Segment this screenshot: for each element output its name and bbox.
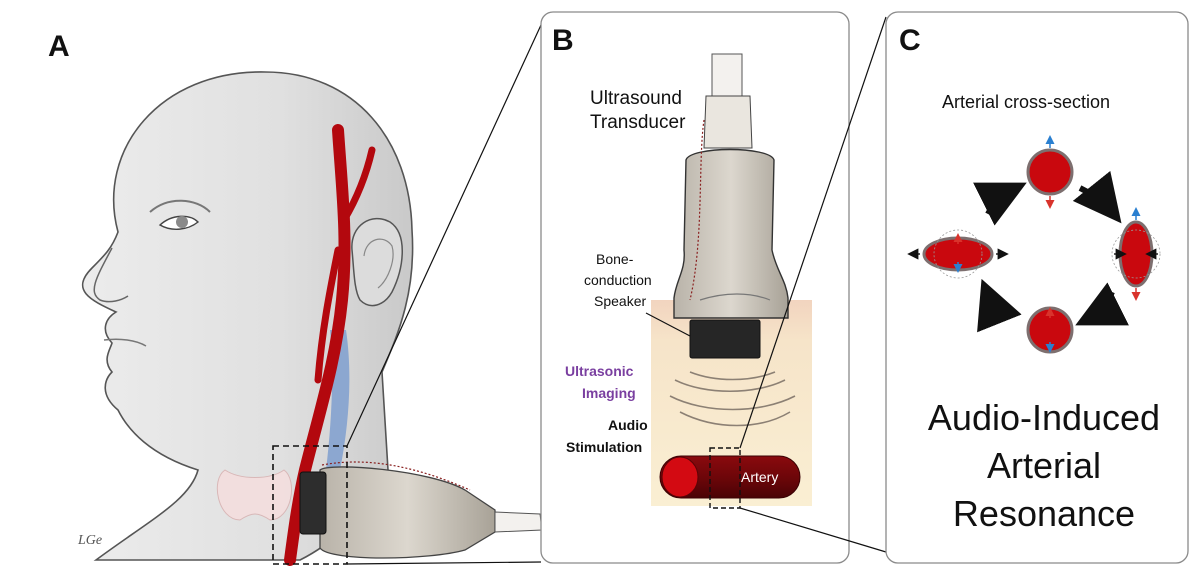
bone-conduction-speaker <box>690 320 760 358</box>
headline-line-1: Audio-Induced <box>928 397 1160 438</box>
transducer-cable <box>712 54 742 100</box>
imaging-label-1: Ultrasonic <box>565 363 634 379</box>
transducer-label-1: Ultrasound <box>590 88 682 109</box>
iris <box>176 216 188 228</box>
artery-label: Artery <box>741 469 778 485</box>
imaging-label-2: Imaging <box>582 385 636 401</box>
speaker-label-1: Bone- <box>596 251 634 267</box>
artist-signature: LGe <box>77 533 102 548</box>
probe-speaker <box>300 472 326 534</box>
audio-label-1: Audio <box>608 417 648 433</box>
thyroid <box>217 470 291 520</box>
headline-line-2: Arterial <box>987 445 1101 486</box>
artery-tube-lumen <box>662 457 698 497</box>
speaker-label-3: Speaker <box>594 293 646 309</box>
cross-section-title: Arterial cross-section <box>942 92 1110 112</box>
transducer-label-2: Transducer <box>590 112 686 133</box>
audio-label-2: Stimulation <box>566 439 642 455</box>
cross-section-bottom <box>1028 308 1072 352</box>
headline-line-3: Resonance <box>953 493 1135 534</box>
panel-b-letter: B <box>552 24 574 57</box>
panel-a: A LGe <box>48 25 542 564</box>
transducer-neck <box>704 96 752 148</box>
speaker-label-2: conduction <box>584 272 652 288</box>
zoom-line-bottom <box>347 562 541 564</box>
panel-c-letter: C <box>899 24 921 57</box>
panel-a-letter: A <box>48 30 70 63</box>
probe-cable <box>495 512 542 532</box>
panel-b: B Ultrasound Transducer Bone- conduction… <box>541 12 886 563</box>
panel-c: C Arterial cross-section <box>886 12 1188 563</box>
